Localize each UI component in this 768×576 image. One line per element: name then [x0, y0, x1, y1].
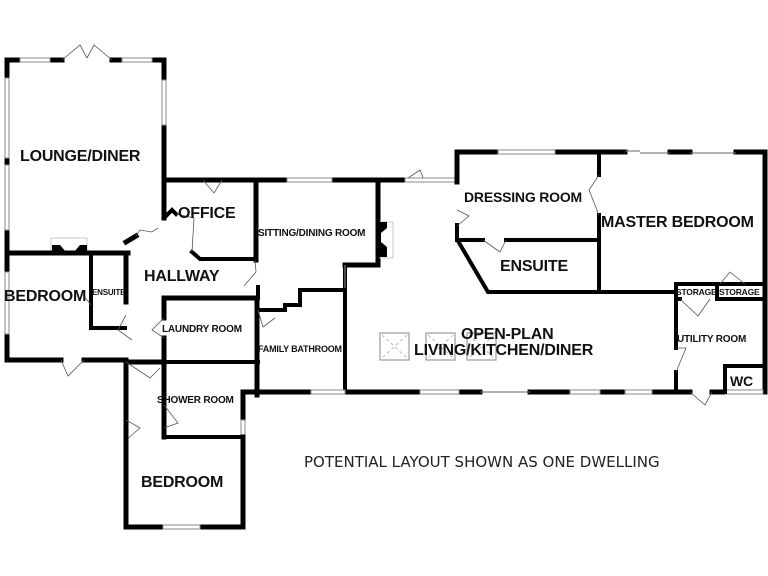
room-label-laundry-room: LAUNDRY ROOM: [162, 324, 242, 335]
door: [675, 347, 687, 373]
room-label-storage-1: STORAGE: [676, 287, 717, 297]
door: [117, 314, 133, 341]
window: [419, 389, 460, 395]
window: [4, 271, 10, 335]
room-label-storage-2: STORAGE: [719, 287, 760, 297]
window: [161, 79, 167, 126]
room-label-shower-room: SHOWER ROOM: [157, 395, 234, 406]
window: [624, 389, 653, 395]
room-label-open-plan-line2: LIVING/KITCHEN/DINER: [414, 342, 594, 359]
room-label-master-bedroom: MASTER BEDROOM: [601, 214, 754, 231]
french-doors: [61, 44, 113, 61]
room-label-sitting-dining-room: SITTING/DINING ROOM: [258, 228, 366, 239]
room-label-ensuite-master: ENSUITE: [500, 258, 568, 275]
door: [719, 271, 746, 285]
skylight-icon: [425, 332, 456, 361]
room-label-dressing-room: DRESSING ROOM: [464, 189, 582, 205]
window: [724, 389, 764, 395]
skylight-icon: [379, 332, 410, 361]
door: [689, 391, 713, 406]
door: [456, 209, 470, 227]
lounge-diner-walls: [4, 57, 259, 363]
window: [4, 164, 10, 231]
room-label-ensuite-west: ENSUITE: [92, 288, 126, 297]
door: [163, 404, 179, 429]
door: [243, 259, 257, 287]
door: [135, 227, 159, 237]
room-label-wc: WC: [730, 373, 753, 389]
room-label-family-bathroom: FAMILY BATHROOM: [258, 344, 342, 354]
window: [286, 177, 333, 183]
office-walls: [161, 177, 259, 263]
room-label-lounge-diner: LOUNGE/DINER: [20, 148, 141, 165]
door: [202, 179, 223, 194]
door: [404, 169, 425, 181]
door: [125, 419, 141, 441]
door: [151, 317, 165, 339]
room-label-bedroom-west: BEDROOM: [4, 288, 87, 305]
east-wing-walls: [383, 149, 768, 395]
master-suite-walls: [455, 150, 678, 294]
room-label-hallway: HALLWAY: [144, 268, 220, 285]
door: [679, 298, 711, 317]
window: [240, 419, 246, 437]
door: [60, 359, 85, 377]
layout-caption: POTENTIAL LAYOUT SHOWN AS ONE DWELLING: [304, 453, 660, 471]
window: [19, 57, 51, 63]
window: [4, 77, 10, 159]
door: [125, 361, 161, 379]
door: [588, 174, 600, 216]
door: [175, 213, 195, 253]
sitting-dining-walls: [253, 177, 408, 390]
room-label-utility-room: UTILITY ROOM: [677, 334, 747, 345]
window: [310, 389, 346, 395]
window: [404, 177, 456, 183]
south-bedroom-walls: [123, 434, 246, 530]
door: [482, 239, 507, 253]
room-label-open-plan-line1: OPEN-PLAN: [461, 326, 554, 343]
door: [82, 294, 92, 306]
window: [497, 149, 556, 155]
skylight-icon: [466, 332, 497, 361]
west-bedroom-walls: [4, 232, 140, 443]
room-label-bedroom-south: BEDROOM: [141, 474, 224, 491]
window: [162, 524, 201, 530]
window: [121, 57, 153, 63]
door: [257, 309, 276, 328]
fireplace-icon: [379, 221, 394, 259]
room-label-office: OFFICE: [178, 205, 236, 222]
window: [569, 389, 601, 395]
